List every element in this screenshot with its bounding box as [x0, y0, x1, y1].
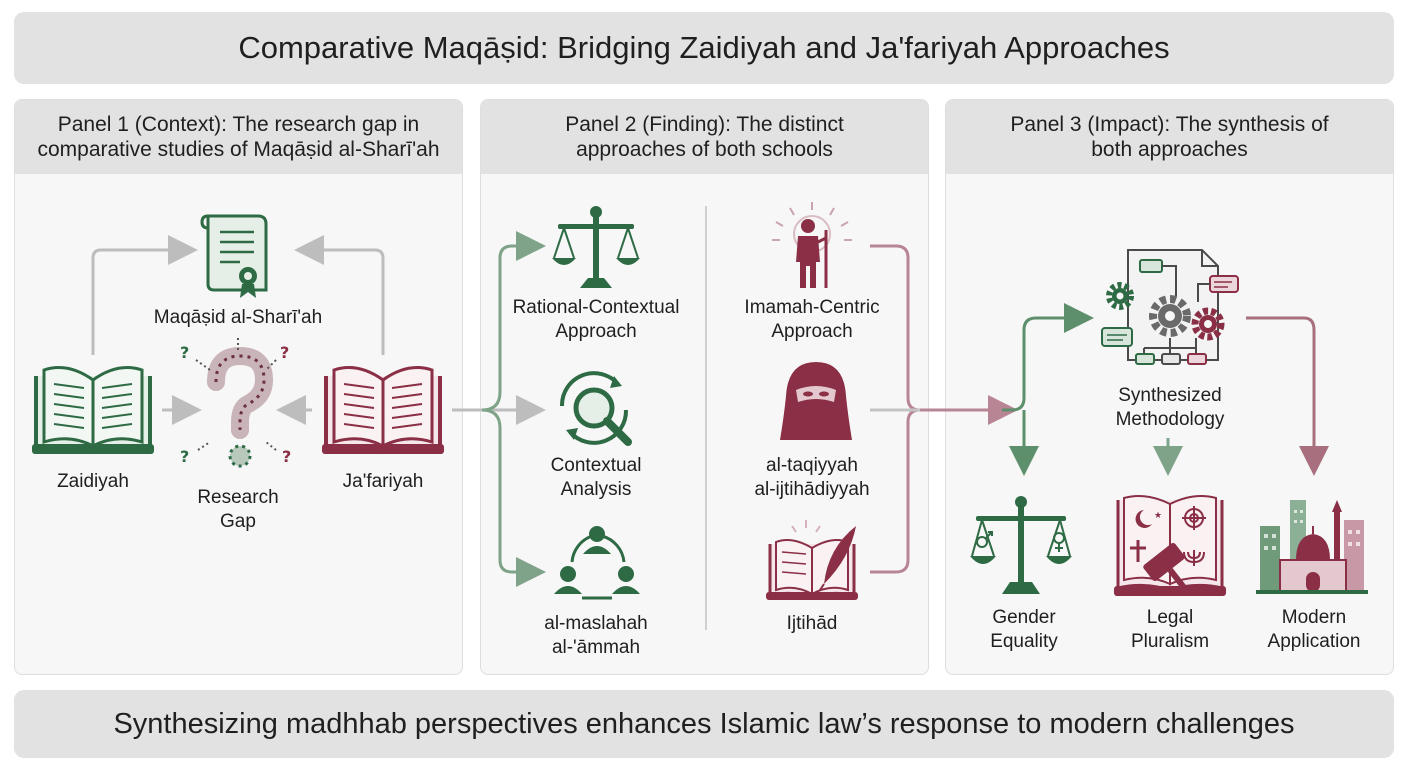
synthesized-methodology-label: Synthesized Methodology [1115, 385, 1225, 430]
open-book-icon [322, 366, 444, 455]
panel-3-header: Panel 3 (Impact): The synthesis of both … [946, 100, 1393, 174]
gender-equality-label: Gender Equality [990, 607, 1058, 652]
jafariyah-label: Ja'fariyah [342, 471, 424, 492]
title-banner: Comparative Maqāṣid: Bridging Zaidiyah a… [14, 12, 1394, 84]
gavel-book-icon: ★ [1114, 495, 1226, 596]
panel-1-title: Panel 1 (Context): The research gap in c… [37, 113, 440, 161]
book-quill-icon [766, 520, 858, 600]
maqasid-label: Maqāṣid al-Sharī'ah [153, 307, 323, 328]
open-book-icon [32, 366, 154, 455]
taqiyyah-label: al-taqiyyah al-ijtihādiyyah [754, 455, 870, 500]
svg-text:?: ? [180, 343, 189, 362]
maslahah-label: al-maslahah al-'āmmah [544, 613, 648, 658]
veiled-figure-icon [780, 362, 852, 440]
panel-1-header: Panel 1 (Context): The research gap in c… [15, 100, 462, 174]
scales-icon [552, 206, 640, 288]
gender-scales-icon [970, 496, 1072, 594]
question-mark-icon: ? ? ? ? [180, 338, 291, 468]
city-mosque-icon [1256, 500, 1368, 594]
zaidiyah-label: Zaidiyah [57, 471, 129, 492]
panel-3-title: Panel 3 (Impact): The synthesis of both … [1010, 113, 1329, 161]
modern-application-label: Modern Application [1267, 607, 1361, 652]
legal-pluralism-label: Legal Pluralism [1130, 607, 1210, 652]
certificate-icon [200, 214, 268, 298]
svg-text:?: ? [280, 343, 289, 362]
imamah-approach-label: Imamah-Centric Approach [744, 297, 880, 342]
svg-text:?: ? [180, 447, 189, 466]
methodology-diagram-icon [1101, 249, 1239, 365]
rational-approach-label: Rational-Contextual Approach [512, 297, 680, 342]
panel-finding: Panel 2 (Finding): The distinct approach… [480, 99, 929, 675]
ijtihad-label: Ijtihād [786, 613, 838, 634]
imam-figure-icon [772, 202, 852, 288]
conclusion-text: Synthesizing madhhab perspectives enhanc… [113, 707, 1295, 740]
page-title: Comparative Maqāṣid: Bridging Zaidiyah a… [238, 30, 1170, 65]
panel-2-header: Panel 2 (Finding): The distinct approach… [481, 100, 928, 174]
panel-2-title: Panel 2 (Finding): The distinct approach… [565, 113, 844, 161]
conclusion-banner: Synthesizing madhhab perspectives enhanc… [14, 690, 1394, 758]
research-gap-label: Research Gap [197, 487, 279, 532]
svg-text:★: ★ [1154, 511, 1162, 521]
community-icon [554, 526, 640, 600]
magnifier-icon [559, 371, 632, 446]
svg-text:?: ? [282, 447, 291, 466]
contextual-analysis-label: Contextual Analysis [550, 455, 642, 500]
